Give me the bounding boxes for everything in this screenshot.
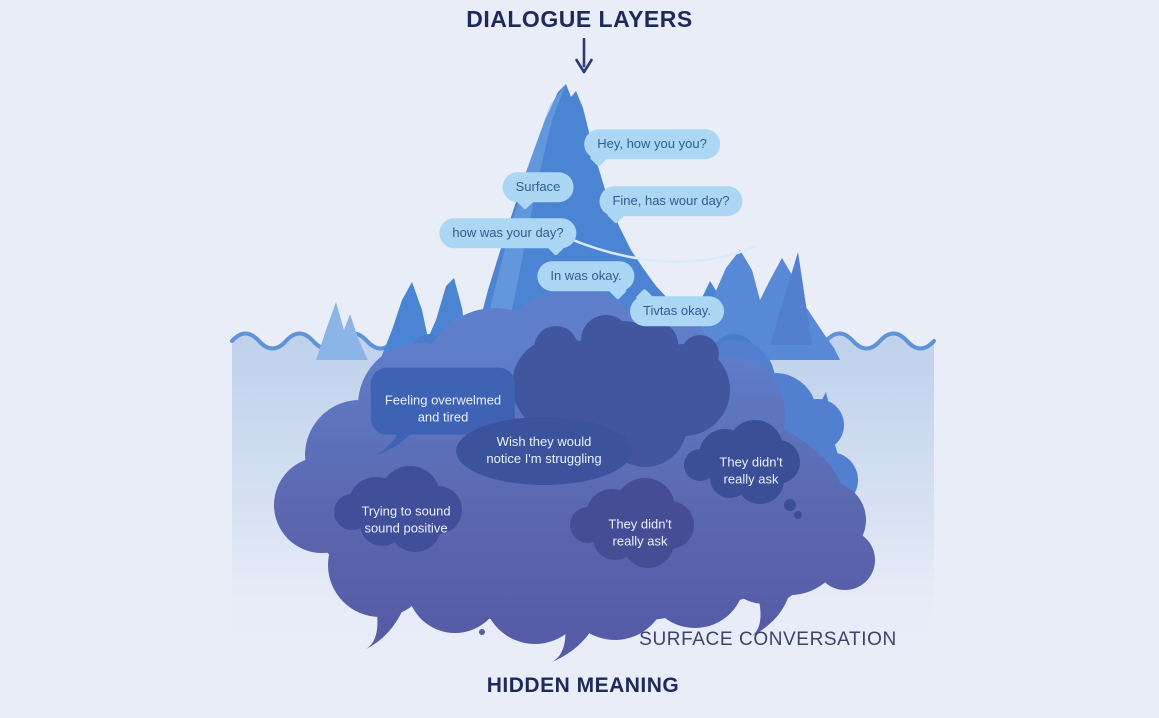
surface-bubble-text: Fine, has wour day? <box>612 193 730 209</box>
surface-bubble-text: Hey, how you you? <box>597 136 707 152</box>
hidden-bubble-text: They didn't really ask <box>719 454 783 487</box>
surface-bubble: Hey, how you you? <box>584 129 720 167</box>
hidden-bubble-text: Feeling overwelmed and tired <box>384 392 502 425</box>
hidden-bubble: Wish they would notice I'm struggling <box>456 417 632 485</box>
hidden-bubble: They didn't really ask <box>608 500 671 551</box>
surface-bubble: Fine, has wour day? <box>599 186 743 224</box>
surface-bubble: In was okay. <box>537 261 635 300</box>
dark-cloud-they-ask-right <box>684 420 802 519</box>
dark-cloud-they-ask-center <box>570 478 694 568</box>
surface-bubble: Surface <box>502 172 574 210</box>
surface-bubble-text: Surface <box>515 179 561 195</box>
dark-cloud-trying-sound <box>334 466 462 552</box>
caption-surface-conversation: SURFACE CONVERSATION <box>639 629 897 650</box>
hidden-bubble: They didn't really ask <box>719 438 782 489</box>
hidden-bubble: Trying to sound sound positive <box>361 487 450 538</box>
surface-bubble-text: In was okay. <box>550 268 622 284</box>
hidden-bubble-text: Trying to sound sound positive <box>361 503 451 536</box>
surface-bubble-text: how was your day? <box>452 225 564 241</box>
hidden-bubble-text: They didn't really ask <box>608 516 672 549</box>
surface-bubble-text: Tivtas okay. <box>643 303 711 319</box>
page-title: DIALOGUE LAYERS <box>466 6 693 32</box>
iceberg-left-spikes <box>316 302 368 360</box>
bubble-connector-line <box>566 236 758 263</box>
down-arrow-icon <box>575 38 593 74</box>
hidden-bubble-text: Wish they would notice I'm struggling <box>486 434 602 466</box>
caption-hidden-meaning: HIDDEN MEANING <box>486 674 680 697</box>
surface-bubble: how was your day? <box>439 218 577 256</box>
surface-bubble: Tivtas okay. <box>630 288 724 326</box>
